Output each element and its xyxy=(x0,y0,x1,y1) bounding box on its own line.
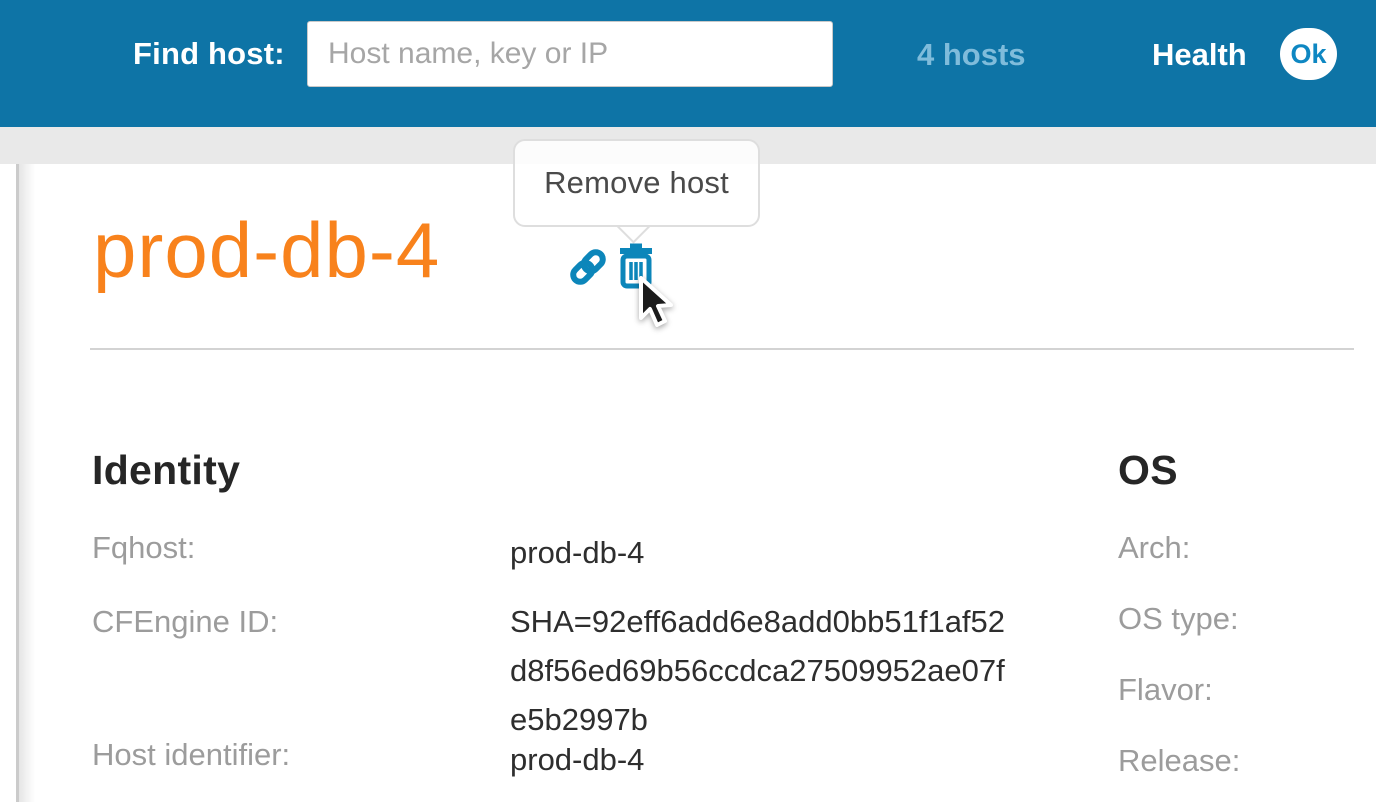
left-panel-edge xyxy=(16,164,19,802)
identity-row-host-identifier: Host identifier: prod-db-4 xyxy=(92,735,1006,784)
trash-icon xyxy=(620,243,652,289)
health-status-badge[interactable]: Ok xyxy=(1280,28,1337,80)
host-search-input[interactable] xyxy=(307,21,833,87)
tooltip: Remove host xyxy=(513,139,760,227)
field-label: Release: xyxy=(1118,743,1241,778)
left-panel-shadow xyxy=(19,164,35,802)
hosts-count-link[interactable]: 4 hosts xyxy=(917,37,1026,72)
os-row-flavor: Flavor: xyxy=(1118,670,1376,710)
field-label: OS type: xyxy=(1118,601,1239,636)
find-host-label: Find host: xyxy=(133,36,285,71)
field-label: Flavor: xyxy=(1118,672,1213,707)
identity-row-fqhost: Fqhost: prod-db-4 xyxy=(92,528,1006,577)
title-divider xyxy=(90,348,1354,350)
field-value: prod-db-4 xyxy=(510,535,645,570)
top-navigation-bar: Find host: 4 hosts Health Ok xyxy=(0,0,1376,127)
health-label: Health xyxy=(1152,37,1247,72)
remove-host-button[interactable] xyxy=(617,240,655,292)
identity-section-heading: Identity xyxy=(92,447,241,493)
field-value: prod-db-4 xyxy=(510,742,645,777)
tooltip-arrow xyxy=(611,227,655,247)
field-label: Arch: xyxy=(1118,530,1191,565)
link-icon xyxy=(570,249,606,285)
field-label: Host identifier: xyxy=(92,737,291,772)
mouse-cursor-icon xyxy=(633,276,685,334)
os-row-release: Release: xyxy=(1118,741,1376,781)
os-section-heading: OS xyxy=(1118,447,1178,493)
os-row-os-type: OS type: xyxy=(1118,599,1376,639)
field-label: CFEngine ID: xyxy=(92,604,279,639)
tooltip-text: Remove host xyxy=(544,165,729,200)
field-value: SHA=92eff6add6e8add0bb51f1af52d8f56ed69b… xyxy=(510,604,1006,737)
os-row-arch: Arch: xyxy=(1118,528,1376,568)
identity-row-cfengine-id: CFEngine ID: SHA=92eff6add6e8add0bb51f1af… xyxy=(92,597,1006,744)
field-label: Fqhost: xyxy=(92,530,196,565)
host-link-icon[interactable] xyxy=(568,247,608,287)
page-title: prod-db-4 xyxy=(93,206,441,294)
